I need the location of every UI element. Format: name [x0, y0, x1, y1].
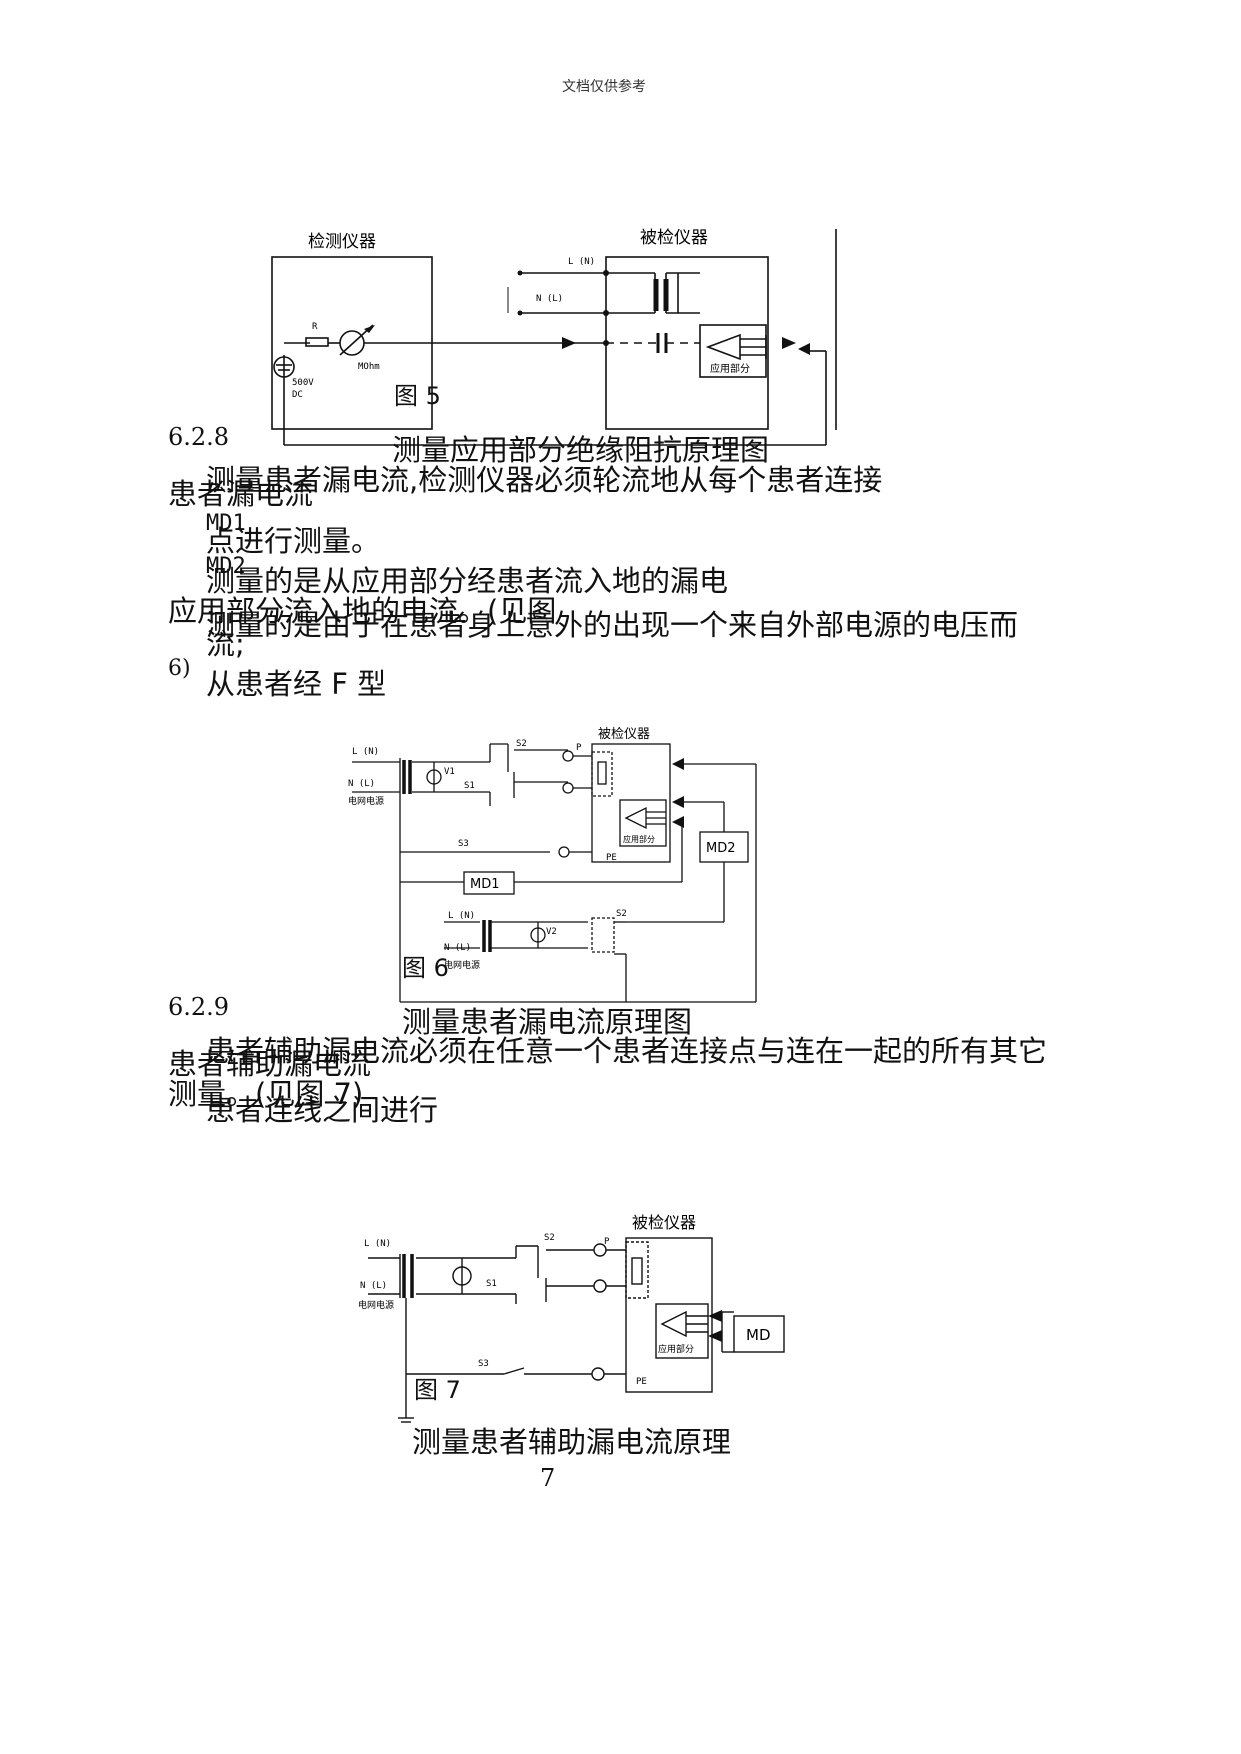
fig6-label-l2: L (N): [448, 911, 475, 921]
fig7-md: MD: [746, 1326, 771, 1344]
s628-line3: 测量的是从应用部分经患者流入地的漏电: [206, 564, 729, 598]
fig5-label-500v: 500V: [292, 378, 314, 388]
page-header: 文档仅供参考: [562, 79, 646, 95]
fig6-label-pe: PE: [606, 853, 617, 863]
fig6-label-p: P: [576, 743, 582, 753]
figure-6-diagram: 被检仪器 L (N) N (L) 电网电源 V1 S1 S2 S3 P PE M…: [348, 727, 757, 1003]
fig6-label-n2: N (L): [444, 943, 471, 953]
page-number: 7: [540, 1464, 556, 1492]
fig7-label-s3: S3: [478, 1359, 489, 1369]
s628-heading: 患者漏电流: [168, 477, 314, 511]
fig6-label-l1: L (N): [352, 747, 379, 757]
fig6-label-s2b: S2: [616, 909, 627, 919]
fig6-label-n1: N (L): [348, 779, 375, 789]
s629-line1: 患者辅助漏电流必须在任意一个患者连接点与连在一起的所有其它: [206, 1034, 1048, 1068]
fig7-caption: 测量患者辅助漏电流原理: [412, 1425, 732, 1459]
s628-line1: 测量患者漏电流,检测仪器必须轮流地从每个患者连接: [206, 463, 883, 497]
s628-line4a: 应用部分流入地的电流。(见图: [168, 594, 557, 628]
section-number-628: 6.2.8: [168, 423, 230, 451]
fig6-label-v2: V2: [546, 927, 557, 937]
fig7-label-p: P: [604, 1237, 610, 1247]
s628-line5: 流;: [206, 627, 245, 661]
fig6-label-s1: S1: [464, 781, 475, 791]
s628-line2: 点进行测量。: [206, 524, 381, 558]
fig5-right-title: 被检仪器: [640, 228, 708, 248]
s629-line2: 测量。(见图 7): [168, 1077, 364, 1111]
s628-md2-label: MD2: [206, 554, 246, 579]
fig5-number: 图 5: [394, 382, 441, 410]
fig7-label-app: 应用部分: [658, 1343, 694, 1355]
fig6-label-v1: V1: [444, 767, 455, 777]
s628-line6a: 6): [168, 656, 191, 681]
fig6-device-box: [591, 743, 671, 863]
fig7-device-box: [625, 1237, 713, 1393]
fig5-label-app: 应用部分: [710, 362, 750, 375]
fig5-caption: 测量应用部分绝缘阻抗原理图: [392, 433, 770, 467]
figure-7-diagram: 被检仪器 L (N) N (L) 电网电源 S1 S2 S3 P PE 应用部分…: [358, 1213, 785, 1423]
fig7-label-n: N (L): [360, 1281, 387, 1291]
fig7-label-l: L (N): [364, 1239, 391, 1249]
fig6-label-app: 应用部分: [623, 834, 655, 844]
fig7-label-s2: S2: [544, 1233, 555, 1243]
section-number-629: 6.2.9: [168, 993, 230, 1021]
fig5-label-l: L (N): [568, 257, 595, 267]
fig6-md1: MD1: [470, 877, 500, 892]
fig5-left-title: 检测仪器: [308, 232, 376, 252]
figure-5-diagram: 检测仪器 被检仪器 L (N) N (L) R MOhm 500V DC 应用部…: [271, 228, 837, 446]
fig6-label-s2: S2: [516, 739, 527, 749]
fig5-label-r: R: [312, 322, 318, 332]
fig7-title: 被检仪器: [632, 1213, 696, 1232]
fig7-label-s1: S1: [486, 1279, 497, 1289]
fig6-number: 图 6: [402, 954, 449, 982]
fig6-label-mains1: 电网电源: [348, 795, 384, 807]
fig6-md2: MD2: [706, 841, 736, 856]
s629-heading: 患者辅助漏电流: [168, 1047, 372, 1081]
s629-line3: 患者连线之间进行: [206, 1093, 439, 1127]
s628-line6b: 从患者经 F 型: [206, 667, 387, 701]
fig6-label-mains2: 电网电源: [444, 959, 480, 971]
fig7-label-pe: PE: [636, 1377, 647, 1387]
fig6-caption: 测量患者漏电流原理图: [402, 1005, 693, 1039]
fig6-title: 被检仪器: [598, 727, 650, 742]
fig5-label-n: N (L): [536, 294, 563, 304]
s628-md1-label: MD1: [206, 511, 246, 536]
fig5-label-dc: DC: [292, 390, 303, 400]
fig6-label-s3: S3: [458, 839, 469, 849]
fig7-label-mains: 电网电源: [358, 1299, 394, 1311]
s628-line4b: 测量的是由于在患者身上意外的出现一个来自外部电源的电压而: [206, 608, 1019, 642]
fig5-label-ohm: MOhm: [358, 362, 380, 372]
fig7-number: 图 7: [414, 1376, 461, 1404]
